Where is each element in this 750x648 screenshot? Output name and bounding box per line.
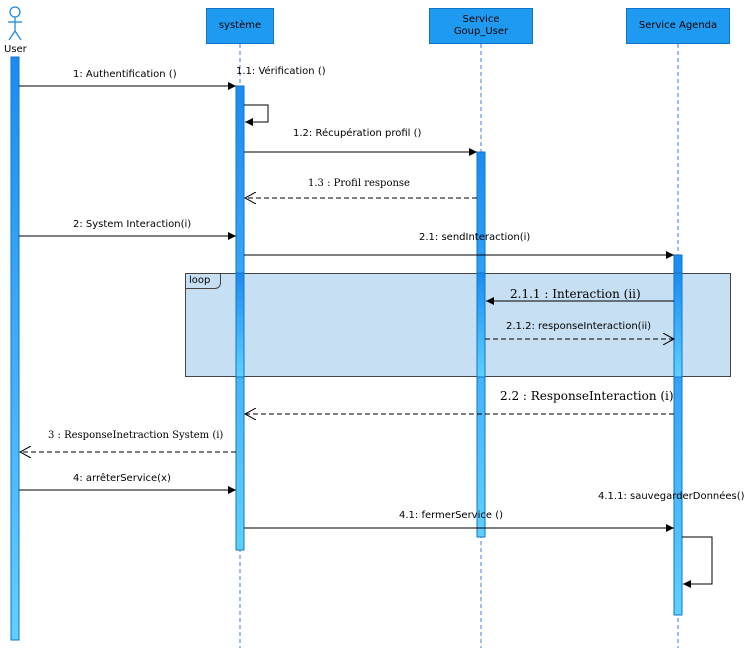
msg-4-label: 4: arrêterService(x) [73, 473, 171, 484]
msg-1-3-label: 1.3 : Profil response [308, 178, 410, 189]
participant-service-group-label-line2: Goup_User [453, 26, 509, 37]
msg-2-label: 2: System Interaction(i) [73, 219, 192, 230]
msg-4-1-1-label: 4.1.1: sauvegarderDonnées() [598, 491, 745, 502]
participant-systeme-label: système [218, 20, 262, 31]
user-actor-icon [8, 6, 22, 41]
participant-user-label: User [4, 44, 27, 55]
loop-frame-label: loop [186, 274, 222, 289]
participant-service-agenda-label: Service Agenda [638, 20, 718, 31]
participant-service-group-label-line1: Service [462, 14, 500, 25]
activation-service-agenda [673, 254, 683, 616]
msg-1-1-label: 1.1: Vérification () [236, 66, 326, 77]
participant-service-group: Service Goup_User [429, 8, 533, 44]
msg-1-label: 1: Authentification () [73, 69, 177, 80]
msg-4-1-1-self-arrow [682, 536, 713, 588]
msg-2-1-2-label: 2.1.2: responseInteraction(ii) [506, 321, 652, 332]
msg-2-1-label: 2.1: sendInteraction(i) [419, 232, 531, 243]
activation-user [10, 56, 20, 641]
msg-3-label: 3 : ResponseInetraction System (i) [48, 430, 224, 441]
msg-2-1-1-label: 2.1.1 : Interaction (ii) [510, 287, 641, 301]
participant-service-agenda: Service Agenda [626, 8, 730, 44]
participant-systeme: système [206, 8, 274, 44]
msg-4-1-label: 4.1: fermerService () [399, 510, 504, 521]
loop-frame: loop [185, 273, 731, 377]
msg-2-2-label: 2.2 : ResponseInteraction (i) [500, 389, 674, 403]
msg-1-1-self-arrow [244, 104, 269, 126]
msg-1-2-label: 1.2: Récupération profil () [293, 128, 422, 139]
